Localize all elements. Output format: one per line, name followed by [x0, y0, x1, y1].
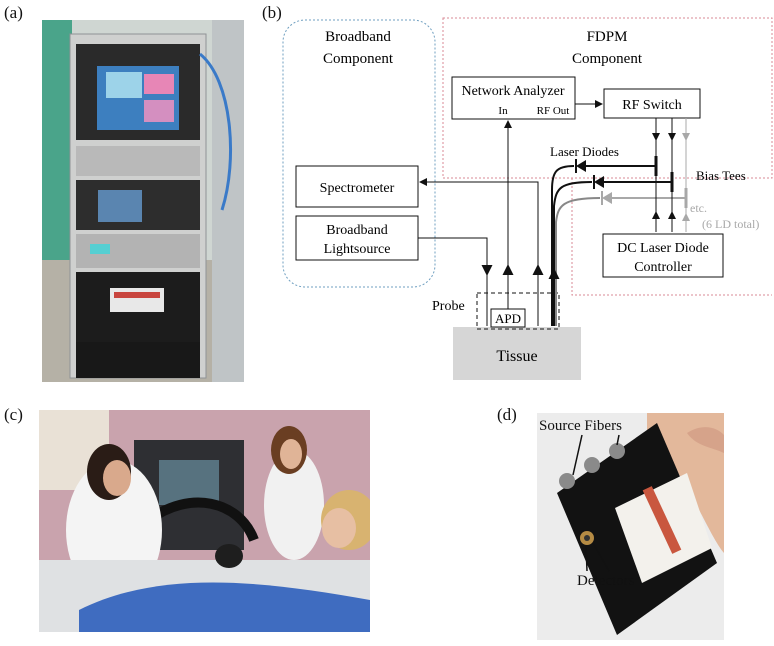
rf-switch-label: RF Switch: [622, 98, 682, 113]
bias-tees-label: Bias Tees: [696, 168, 746, 183]
broadband-lightsource-box: [295, 215, 419, 261]
photo-instrument-cart: [42, 20, 244, 382]
photo-d-pointers: [572, 434, 620, 572]
apd-label: APD: [495, 311, 521, 326]
probe-label: Probe: [432, 299, 465, 314]
panel-label-d: (d): [497, 405, 517, 424]
detectors-label: Detectors: [577, 573, 635, 589]
lightsource-label-1: Broadband: [326, 223, 387, 238]
block-diagram: Broadband Component FDPM Component Netwo…: [282, 17, 773, 380]
fdpm-title-2: Component: [572, 51, 643, 67]
spectrometer-label: Spectrometer: [320, 181, 395, 196]
tissue-block: [453, 327, 581, 380]
network-analyzer-title: Network Analyzer: [461, 84, 564, 99]
photo-clinical-measurement: [39, 410, 370, 632]
broadband-group-outline: [282, 19, 436, 288]
panel-label-b: (b): [262, 3, 282, 22]
ld-total-label: (6 LD total): [702, 217, 759, 231]
panel-label-a: (a): [4, 3, 23, 22]
dc-controller-label-1: DC Laser Diode: [617, 241, 709, 256]
source-fibers-label: Source Fibers: [539, 418, 622, 434]
port-rf-out: RF Out: [537, 105, 570, 117]
fdpm-group-outline: [442, 17, 773, 179]
dc-controller-box: [602, 233, 724, 278]
dc-controller-label-2: Controller: [634, 260, 692, 275]
rf-switch-box: [603, 88, 701, 119]
broadband-title-1: Broadband: [325, 29, 391, 45]
etc-label: etc.: [690, 201, 707, 215]
panel-label-c: (c): [4, 405, 23, 424]
network-analyzer-box: [451, 76, 576, 120]
probe-outline: [476, 292, 560, 330]
photo-handheld-probe: [537, 413, 724, 640]
spectrometer-box: [295, 165, 419, 208]
tissue-label: Tissue: [496, 348, 537, 365]
lightsource-label-2: Lightsource: [324, 242, 391, 257]
fdpm-title-1: FDPM: [587, 29, 628, 45]
laser-diodes-label: Laser Diodes: [550, 144, 619, 159]
broadband-title-2: Component: [323, 51, 394, 67]
port-in: In: [498, 105, 508, 117]
